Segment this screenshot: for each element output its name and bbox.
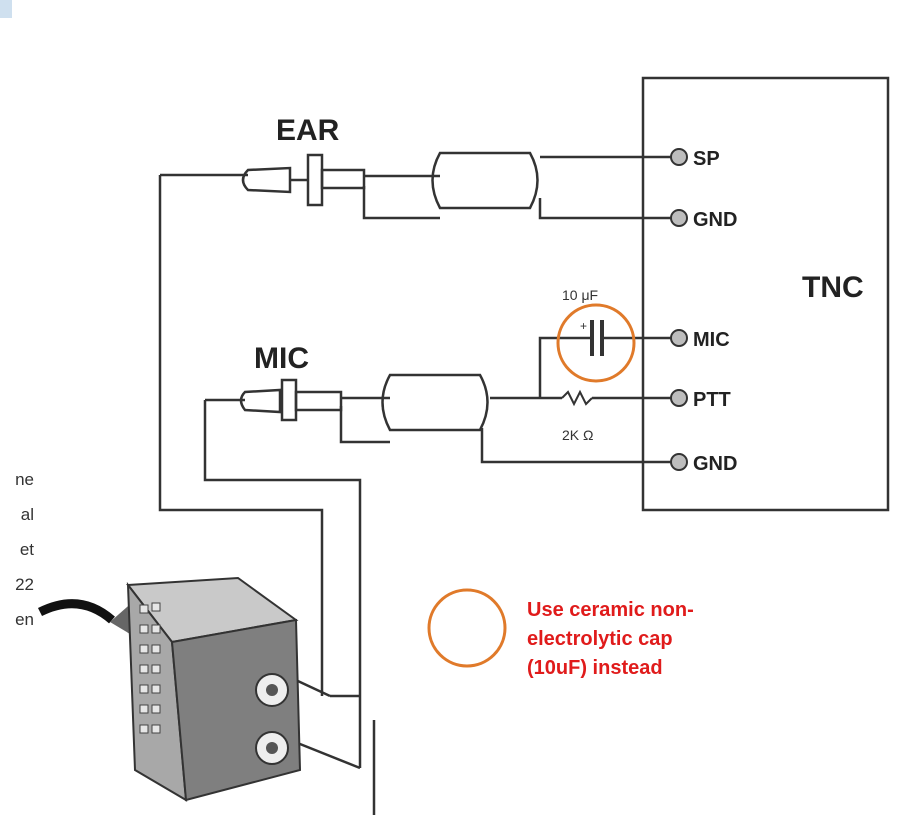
mic-pin-label: MIC — [693, 329, 730, 351]
ear-label: EAR — [276, 114, 340, 147]
tnc-box — [641, 76, 890, 512]
capacitor-highlight-circle — [556, 303, 636, 383]
gnd-label-1: GND — [693, 209, 737, 231]
resistor — [561, 389, 593, 407]
mic-cable-shield — [381, 373, 489, 432]
note-line-3: (10uF) instead — [527, 657, 663, 679]
radio-device — [37, 576, 302, 802]
capacitor-value-label: 10 μF — [562, 287, 598, 303]
capacitor-polarity-mark: + — [580, 319, 587, 333]
resistor-value-label: 2K Ω — [562, 427, 593, 443]
sp-label: SP — [693, 148, 720, 170]
gnd-label-2: GND — [693, 453, 737, 475]
terminal-ptt — [670, 389, 688, 407]
ptt-label: PTT — [693, 389, 731, 411]
ear-cable-shield — [431, 151, 539, 210]
note-line-1: Use ceramic non- — [527, 599, 694, 621]
mic-plug-collar — [280, 378, 298, 422]
tnc-label: TNC — [802, 271, 864, 304]
ear-plug-body — [320, 168, 366, 190]
side-text-line-3: et — [19, 540, 34, 559]
ear-plug-tip — [241, 166, 292, 194]
terminal-gnd-2 — [670, 453, 688, 471]
legend-circle — [427, 588, 507, 668]
annotation-note: Use ceramic non- electrolytic cap (10uF)… — [527, 596, 767, 683]
terminal-sp — [670, 148, 688, 166]
mic-plug-tip — [239, 388, 282, 414]
side-text-line-4: 22 — [15, 575, 34, 594]
mic-plug-body — [294, 390, 343, 412]
corner-artifact — [0, 0, 12, 18]
side-text-line-2: al — [20, 505, 34, 524]
terminal-gnd-1 — [670, 209, 688, 227]
mic-label: MIC — [254, 342, 309, 375]
terminal-mic — [670, 329, 688, 347]
side-text-line-5: en — [15, 610, 34, 629]
ear-plug-collar — [306, 153, 324, 207]
note-line-2: electrolytic cap — [527, 628, 673, 650]
side-text-line-1: ne — [15, 470, 34, 489]
